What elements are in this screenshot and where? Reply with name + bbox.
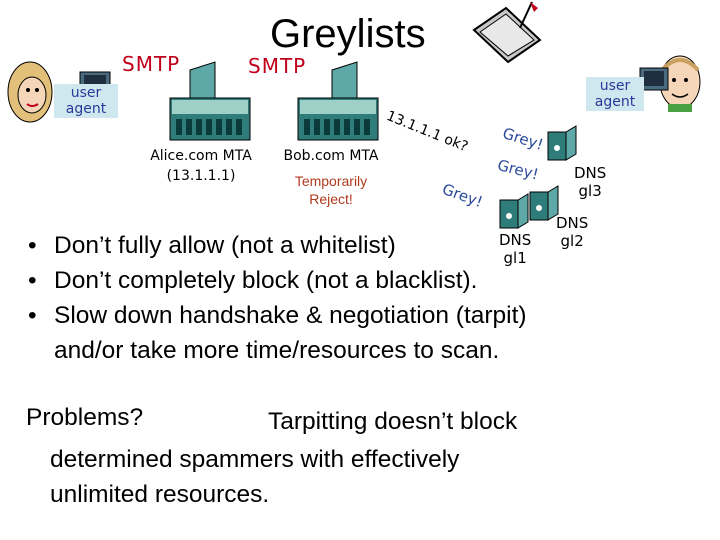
user-agent-label-right: user agent — [586, 77, 644, 111]
problems-label: Problems? — [26, 404, 144, 431]
page-title: Greylists — [270, 12, 426, 56]
bullet-item: •Slow down handshake & negotiation (tarp… — [28, 302, 527, 329]
dns-server-gl1 — [499, 193, 529, 229]
bullet-text: and/or take more time/resources to scan. — [54, 337, 500, 364]
smtp-label-left: SMTP — [122, 52, 181, 76]
temporarily-text: Temporarily — [294, 173, 368, 189]
user-avatar-right — [659, 55, 701, 112]
tarpit-line: Tarpitting doesn’t block — [268, 408, 518, 435]
bullet-text: Don’t completely block (not a blacklist)… — [54, 267, 478, 294]
user-avatar-left — [7, 61, 53, 123]
dns-gl1-line2: gl1 — [503, 249, 527, 267]
dns-gl2-line1: DNS — [556, 214, 589, 232]
dns-gl1-label: DNS gl1 — [499, 231, 531, 267]
dns-gl3-label: DNS gl3 — [574, 164, 606, 200]
smtp-label-right: SMTP — [248, 54, 307, 78]
dns-gl2-label: DNS gl2 — [556, 214, 588, 250]
bullet-text: Don’t fully allow (not a whitelist) — [54, 232, 396, 259]
reject-text: Reject! — [309, 191, 353, 207]
temporarily-reject-label: Temporarily Reject! — [274, 172, 388, 208]
dns-server-gl2 — [529, 185, 559, 221]
alice-mta-label: Alice.com MTA — [150, 148, 252, 164]
dns-gl1-line1: DNS — [499, 231, 532, 249]
bullet-item: •Don’t completely block (not a blacklist… — [28, 267, 478, 294]
computer-icon-right — [639, 67, 669, 91]
dns-gl3-line2: gl3 — [578, 182, 602, 200]
bob-mta-label: Bob.com MTA — [283, 148, 379, 164]
user-agent-left-line1: user — [70, 85, 102, 101]
mailbox-icon — [472, 1, 542, 64]
user-agent-right-line1: user — [599, 78, 631, 94]
user-agent-left-line2: agent — [65, 101, 107, 117]
bullet-continuation: and/or take more time/resources to scan. — [26, 333, 716, 368]
closing-line-1: determined spammers with effectively — [50, 446, 460, 473]
bob-mta-server — [297, 61, 379, 141]
alice-mta-server — [169, 61, 251, 141]
dns-gl3-line1: DNS — [574, 164, 607, 182]
dns-server-gl3 — [547, 125, 577, 161]
closing-line-2: unlimited resources. — [50, 481, 270, 508]
bullet-text: Slow down handshake & negotiation (tarpi… — [54, 302, 527, 329]
closing-lines: determined spammers with effectively unl… — [50, 442, 459, 512]
bullet-list: •Don’t fully allow (not a whitelist) •Do… — [26, 228, 716, 368]
user-agent-label-left: user agent — [54, 84, 118, 118]
alice-ip-label: (13.1.1.1) — [166, 168, 236, 184]
dns-gl2-line2: gl2 — [560, 232, 584, 250]
user-agent-right-line2: agent — [594, 94, 636, 110]
bullet-item: •Don’t fully allow (not a whitelist) — [28, 232, 396, 259]
